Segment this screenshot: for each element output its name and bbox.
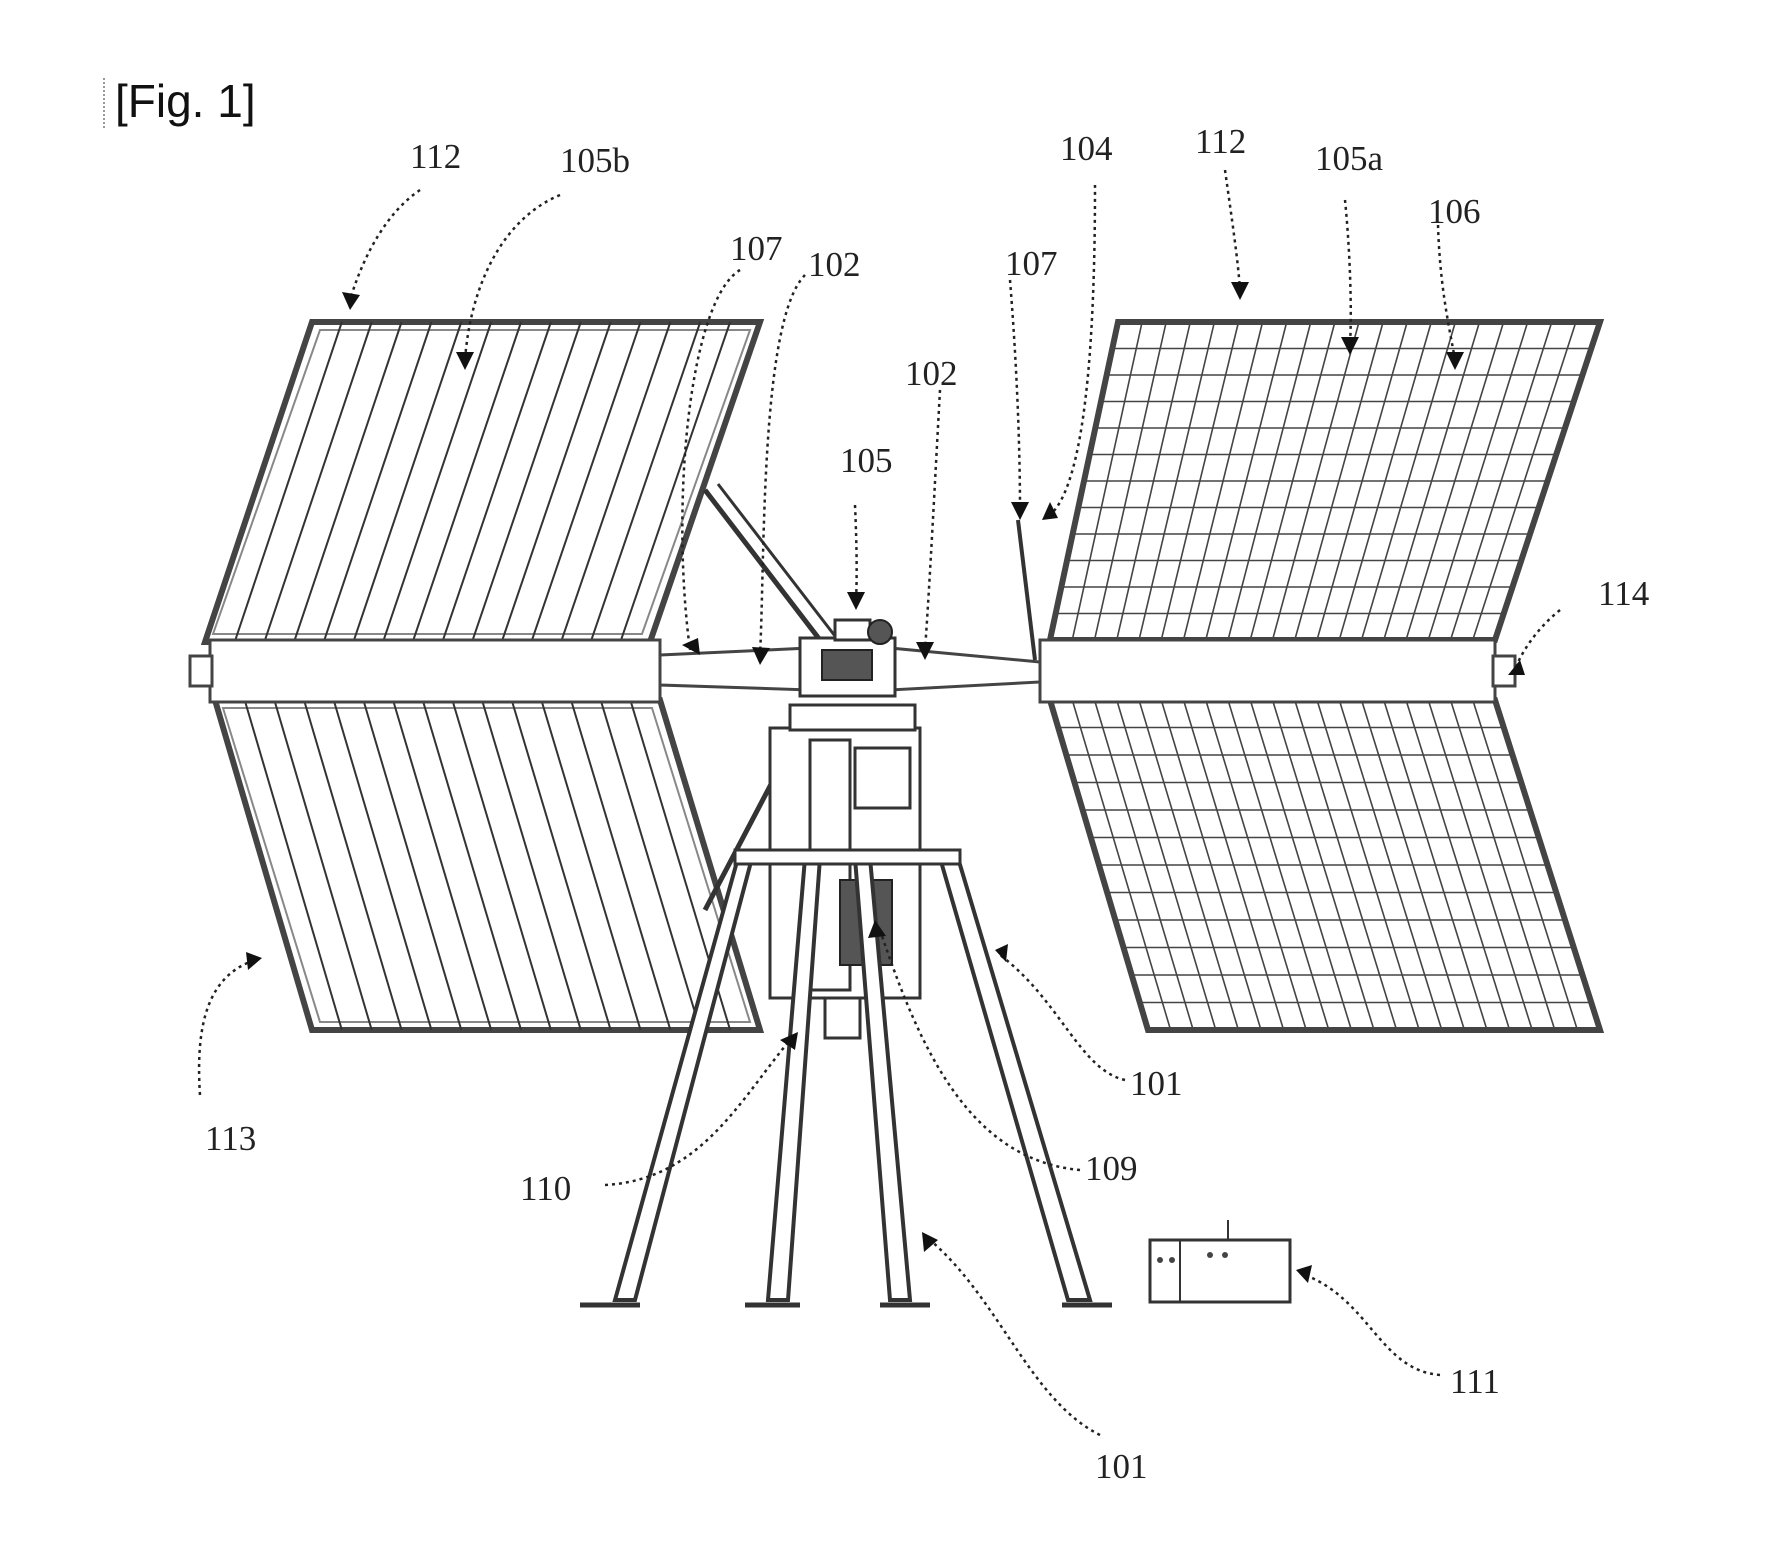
- label-101-right: 101: [1130, 1064, 1183, 1103]
- label-107-left: 107: [730, 229, 783, 268]
- panel-rib: [619, 321, 732, 643]
- panel-rib: [500, 321, 612, 643]
- panel-rib: [441, 321, 552, 643]
- label-102-center: 102: [905, 354, 958, 393]
- panel-rib: [332, 699, 433, 1031]
- label-109: 109: [1085, 1149, 1138, 1188]
- panel-rib: [362, 699, 463, 1031]
- panel-rib: [589, 321, 702, 643]
- label-111: 111: [1450, 1362, 1500, 1401]
- right-lower-panel: [1045, 697, 1605, 1033]
- arrowheads: [246, 282, 1525, 1283]
- figure-title-marker: [103, 78, 105, 128]
- remote-controller: [1148, 1220, 1292, 1304]
- right-connecting-arm: [888, 646, 1042, 692]
- tripod-collar: [733, 848, 962, 866]
- label-114: 114: [1598, 574, 1649, 613]
- panel-rib: [293, 321, 403, 643]
- label-105b: 105b: [560, 141, 630, 180]
- panel-rib: [481, 699, 582, 1031]
- right-upper-panel: [1046, 319, 1605, 643]
- left-lower-panel-ribs: [243, 699, 732, 1031]
- panel-rib: [411, 321, 523, 643]
- panel-rib: [243, 699, 343, 1031]
- panel-rib: [263, 321, 373, 643]
- panel-rib: [303, 699, 403, 1031]
- panel-rib: [273, 699, 373, 1031]
- panel-rib: [322, 321, 433, 643]
- label-101-bottom: 101: [1095, 1447, 1148, 1486]
- tripod-leg-left: [612, 856, 755, 1302]
- figure-title: [Fig. 1]: [115, 75, 256, 127]
- panel-rib: [570, 699, 672, 1031]
- label-102-upper: 102: [808, 245, 861, 284]
- left-lower-panel: [210, 697, 765, 1033]
- panel-rib: [560, 321, 672, 643]
- right-lower-panel-grid: [1058, 699, 1592, 1031]
- panel-rib: [352, 321, 463, 643]
- housing-panel: [853, 746, 912, 810]
- left-axle-end-cap: [188, 654, 214, 688]
- panel-rib: [392, 699, 493, 1031]
- panel-rib: [530, 321, 642, 643]
- right-panel-axle: [1038, 638, 1497, 704]
- left-support-strut-upper-b: [716, 483, 837, 637]
- left-connecting-arm: [658, 646, 812, 692]
- panel-rib: [421, 699, 523, 1031]
- panel-rib: [510, 699, 612, 1031]
- housing-bottom-block: [823, 996, 862, 1040]
- left-upper-panel-ribs: [233, 321, 732, 643]
- hub-top-block: [833, 618, 872, 642]
- left-upper-panel: [200, 319, 765, 645]
- tripod-leg-right: [937, 856, 1093, 1302]
- hub-gear: [821, 649, 873, 681]
- housing-cap: [788, 703, 917, 732]
- label-110: 110: [520, 1169, 571, 1208]
- label-112-left: 112: [410, 137, 461, 176]
- panel-rib: [471, 321, 582, 643]
- panel-rib: [451, 699, 552, 1031]
- hub-motor: [867, 619, 893, 645]
- panel-rib: [233, 321, 343, 643]
- label-113: 113: [205, 1119, 256, 1158]
- left-panel-axle: [208, 638, 662, 704]
- label-107-right: 107: [1005, 244, 1058, 283]
- label-104: 104: [1060, 129, 1113, 168]
- label-105: 105: [840, 441, 893, 480]
- panel-rib: [540, 699, 642, 1031]
- label-105a: 105a: [1315, 139, 1384, 178]
- label-112-right: 112: [1195, 122, 1246, 161]
- label-106: 106: [1428, 192, 1481, 231]
- right-support-strut: [1016, 519, 1037, 661]
- panel-rib: [382, 321, 493, 643]
- panel-rib: [599, 699, 702, 1031]
